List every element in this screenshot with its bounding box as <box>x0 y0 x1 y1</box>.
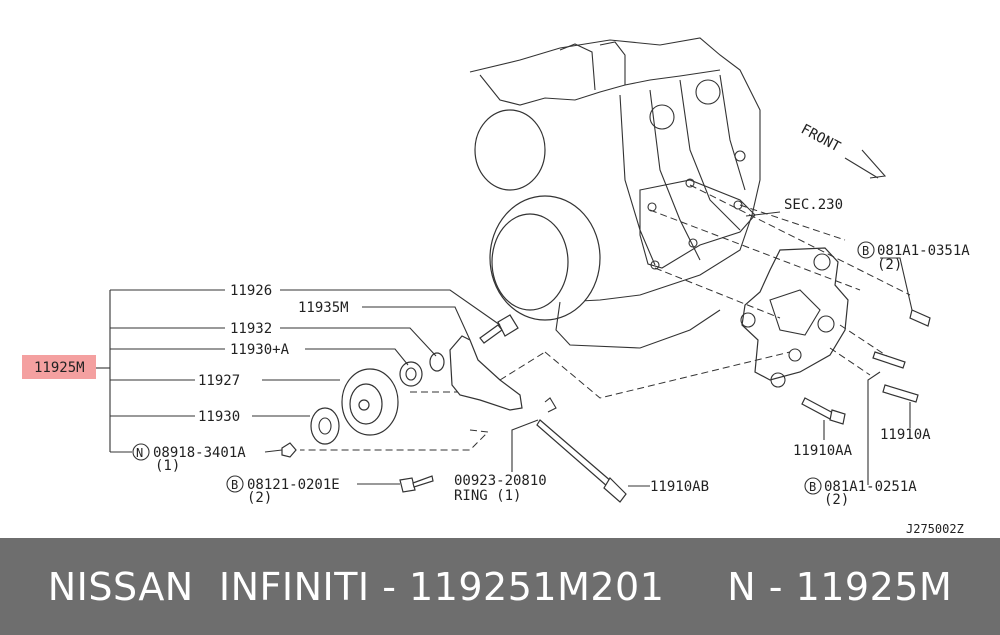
callout-08918-qty: (1) <box>155 458 180 474</box>
callout-11930a: 11930+A <box>230 342 290 358</box>
tensioner-bracket-drawing <box>740 247 849 388</box>
sec-label: SEC.230 <box>784 197 843 213</box>
callout-11935m: 11935M <box>298 300 349 316</box>
callout-b-prefix-2: B <box>862 244 869 258</box>
small-parts-drawing <box>281 309 931 503</box>
callout-11926: 11926 <box>230 283 272 299</box>
engine-block-drawing <box>469 37 761 349</box>
callout-081a1-0251a: 081A1-0251A <box>824 479 917 495</box>
callout-081a1-0351a-qty: (2) <box>877 257 902 273</box>
reference-code: J275002Z <box>906 522 964 536</box>
callout-b-prefix-1: B <box>231 478 238 492</box>
callout-081a1-0351a: 081A1-0351A <box>877 243 970 259</box>
footer-bar: NISSAN INFINITI - 119251M201 N - 11925M <box>0 538 1000 635</box>
callout-08121-qty: (2) <box>247 490 272 506</box>
callout-08121: 08121-0201E <box>247 477 340 493</box>
callout-11910aa: 11910AA <box>793 443 853 459</box>
highlight-box <box>22 355 96 379</box>
callout-11927: 11927 <box>198 373 240 389</box>
front-label: FRONT <box>798 121 843 155</box>
leader-lines <box>96 211 913 487</box>
callout-00923: 00923-20810 <box>454 473 547 489</box>
front-arrow-icon <box>844 149 887 179</box>
b-marker-circle-1 <box>226 475 244 493</box>
callout-08918: 08918-3401A <box>153 445 246 461</box>
dashed-guide-lines <box>300 184 911 451</box>
callout-11925m: 11925M <box>34 360 85 376</box>
callout-081a1-0251a-qty: (2) <box>824 492 849 508</box>
callout-b-prefix-3: B <box>809 480 816 494</box>
callout-11910a: 11910A <box>880 427 931 443</box>
callout-11930: 11930 <box>198 409 240 425</box>
b-marker-circle-2 <box>857 241 875 259</box>
b-marker-circle-3 <box>804 477 822 495</box>
callout-n-prefix: N <box>136 446 143 460</box>
part-number-caption: NISSAN INFINITI - 119251M201 N - 11925M <box>47 564 953 609</box>
n-marker-circle <box>132 443 150 461</box>
callout-ring: RING (1) <box>454 488 521 504</box>
callout-11932: 11932 <box>230 321 272 337</box>
parts-diagram: FRONT SEC.230 11926 11935M 11932 11930+A… <box>22 37 970 536</box>
callout-11910ab: 11910AB <box>650 479 709 495</box>
